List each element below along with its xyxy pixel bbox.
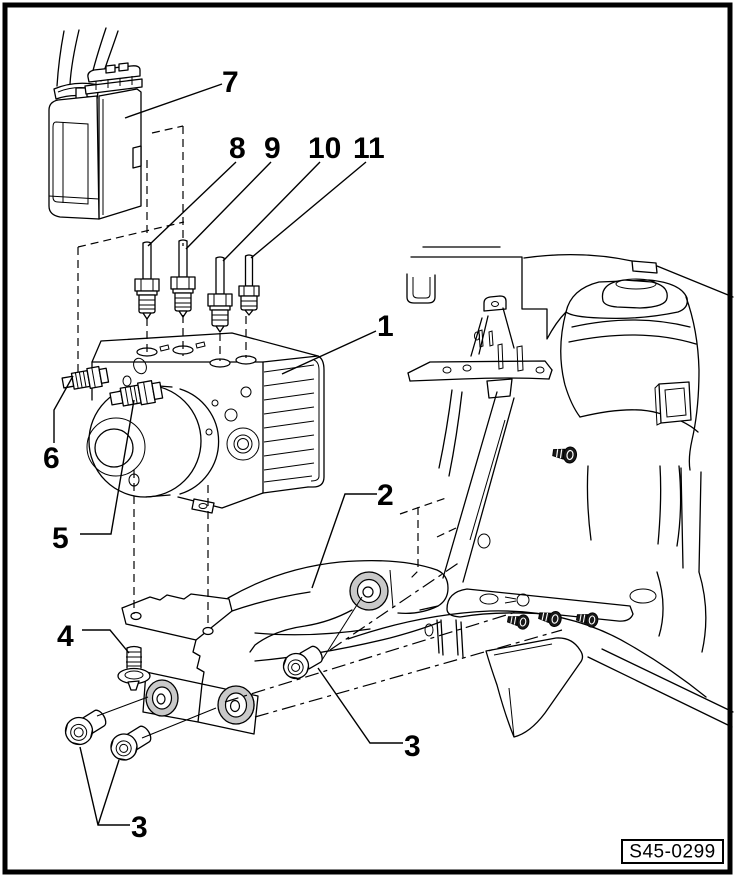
body-mounting-bracket [407, 295, 553, 399]
valve-part11 [238, 254, 260, 316]
unit-top-face [91, 332, 319, 363]
leader-4 [82, 629, 130, 654]
leader-6 [53, 375, 74, 443]
screw-part4 [117, 645, 151, 691]
harness-wire [56, 30, 65, 87]
pump-motor [86, 384, 220, 498]
oval-hole [477, 533, 491, 549]
bolt-part3 [282, 645, 323, 680]
rubber-bushing [145, 679, 179, 717]
callout-7: 7 [222, 66, 239, 99]
assembly-line [141, 707, 217, 739]
callout-6: 6 [43, 442, 60, 475]
callout-2: 2 [377, 479, 394, 512]
leader-10 [222, 161, 321, 262]
rubber-bushing [217, 685, 255, 725]
leader-2 [311, 493, 377, 589]
ecu-front-face [48, 95, 100, 220]
fitting-part6 [61, 365, 110, 390]
control-unit [48, 27, 143, 220]
body-screw [506, 614, 530, 630]
leader-lines [53, 83, 403, 826]
figure-code-box: S45-0299 [621, 839, 724, 864]
callout-8: 8 [229, 132, 246, 165]
rubber-bushing [349, 571, 389, 611]
leader-8 [147, 161, 237, 247]
fitting-part5 [109, 380, 164, 407]
callout-4: 4 [57, 620, 74, 653]
callout-11: 11 [353, 132, 385, 165]
car-body-panel [254, 246, 734, 738]
figure-code: S45-0299 [629, 842, 715, 863]
harness-wire [69, 29, 80, 85]
square-clip [654, 381, 692, 426]
finned-section [262, 355, 325, 494]
callout-3-left: 3 [131, 811, 148, 844]
assembly-line [321, 596, 363, 661]
leader-5 [80, 399, 135, 535]
bolt-part3 [64, 709, 107, 746]
body-screw [575, 612, 599, 628]
leader-3-right [317, 667, 403, 744]
valve-part8 [134, 241, 160, 320]
callout-5: 5 [52, 522, 69, 555]
bolt-part3 [110, 725, 152, 761]
hydraulic-unit [61, 332, 325, 514]
leader-3-left [79, 746, 130, 826]
leader-11 [250, 161, 367, 259]
assembly-line [96, 696, 149, 717]
strut-tower [560, 278, 700, 547]
callout-10: 10 [308, 132, 341, 165]
valve-part9 [170, 239, 196, 318]
valve-part10 [207, 256, 233, 333]
leader-1 [281, 330, 377, 375]
callout-1: 1 [377, 310, 394, 343]
callout-9: 9 [264, 132, 281, 165]
body-screw [552, 446, 578, 464]
callout-3-right: 3 [404, 730, 421, 763]
gusset-shield [485, 637, 584, 738]
construction-lines [77, 125, 563, 718]
leader-7 [124, 83, 223, 119]
body-screw [538, 610, 562, 628]
u-cutout [406, 273, 436, 304]
leader-9 [185, 161, 272, 250]
oval-hole [629, 588, 657, 604]
